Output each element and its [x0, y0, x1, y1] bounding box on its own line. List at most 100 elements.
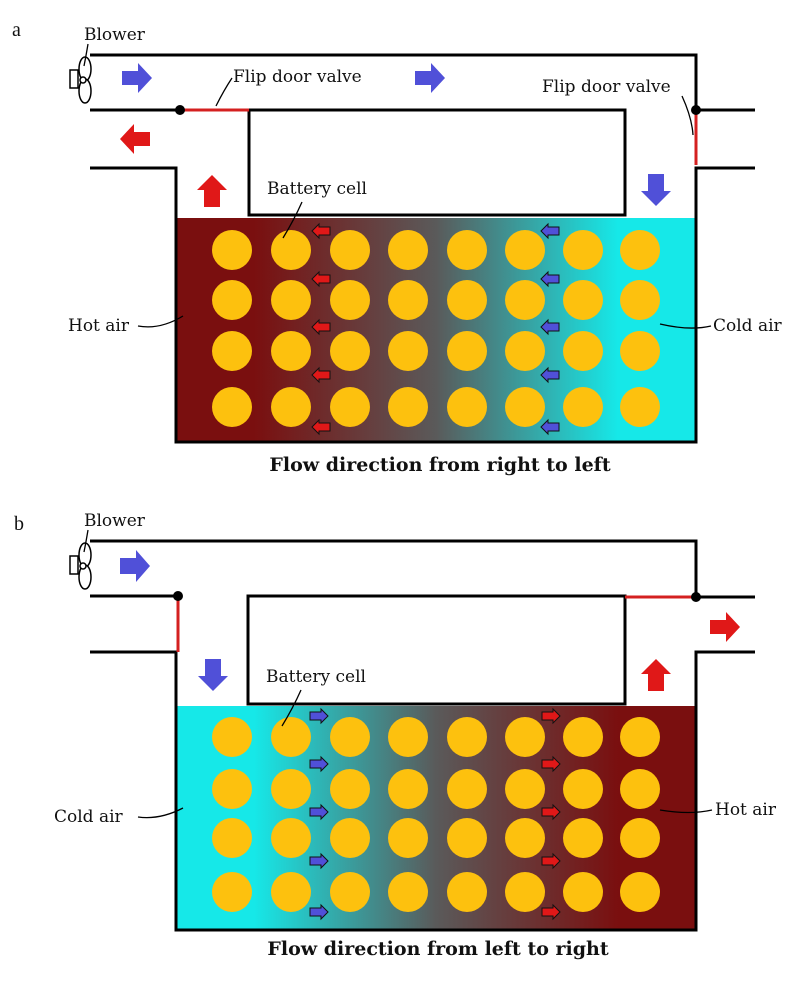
panel-a-right-air-label: Cold air	[713, 316, 783, 336]
panel-b-battery-cell	[212, 872, 252, 912]
panel-a-battery-cell	[505, 331, 545, 371]
panel-a-battery-cell	[505, 230, 545, 270]
panel-a-cool-flow-arrow	[540, 270, 560, 288]
panel-b-battery-pack	[176, 706, 696, 930]
panel-a-internal-flow-arrows	[311, 222, 560, 436]
panel-b-battery-cell	[447, 769, 487, 809]
panel-a-battery-cell	[388, 387, 428, 427]
panel-b-battery-cell	[620, 818, 660, 858]
panel-b-cool-flow-arrow	[309, 707, 329, 725]
panel-a-battery-cell	[620, 331, 660, 371]
panel-b-battery-cell	[330, 717, 370, 757]
panel-b-battery-cell	[505, 769, 545, 809]
panel-a-left-valve-label: Flip door valve	[233, 67, 362, 87]
panel-a-battery-cell	[388, 280, 428, 320]
panel-a-battery-cell	[447, 230, 487, 270]
panel-b-battery-cell	[271, 872, 311, 912]
panel-a-center-block	[247, 108, 627, 217]
panel-b-battery-cell	[388, 717, 428, 757]
panel-b-center-block	[246, 594, 627, 706]
panel-a-battery-cell	[271, 280, 311, 320]
panel-a-cool-flow-arrow	[540, 318, 560, 336]
panel-a-blower-flow-arrow	[122, 63, 152, 93]
panel-a-hot-flow-arrow	[311, 270, 331, 288]
panel-a-battery-cell	[330, 331, 370, 371]
panel-a-battery-cell	[212, 230, 252, 270]
panel-b-pack-housing	[90, 650, 755, 932]
panel-b-blower-flow-arrow	[120, 550, 150, 582]
panel-b-battery-cell	[330, 769, 370, 809]
panel-b-right-air-leader	[659, 809, 713, 814]
panel-a-battery-cell	[330, 230, 370, 270]
panel-b-battery-cell	[447, 818, 487, 858]
panel-b-battery-cell	[620, 717, 660, 757]
panel-b-battery-cell	[271, 717, 311, 757]
panel-a-pack-housing	[90, 166, 755, 444]
panel-b-battery-cell	[212, 818, 252, 858]
panel-b-battery-cell	[447, 872, 487, 912]
panel-b-battery-cell	[212, 717, 252, 757]
panel-a-right-air-leader	[659, 323, 712, 329]
panel-b-exhaust-arrow	[710, 612, 740, 642]
panel-a-right-valve-label: Flip door valve	[542, 77, 671, 97]
panel-a: a Blower Flip door valve Flip door v	[12, 19, 783, 476]
panel-a-battery-cell	[563, 387, 603, 427]
panel-a-cell-grid	[212, 230, 660, 427]
panel-b-cold-down-arrow	[198, 659, 228, 691]
panel-b-battery-cell	[388, 769, 428, 809]
panel-a-duct-walls	[90, 53, 755, 444]
panel-a-battery-cell	[447, 331, 487, 371]
panel-a-left-valve-hinge	[175, 105, 185, 115]
panel-b-hot-flow-arrow	[541, 755, 561, 773]
panel-a-cool-flow-arrow	[540, 222, 560, 240]
panel-a-duct-flow-arrow	[415, 63, 445, 93]
panel-b-blower-label: Blower	[84, 511, 146, 531]
panel-b-caption: Flow direction from left to right	[267, 938, 608, 960]
panel-b-battery-cell	[620, 872, 660, 912]
panel-a-left-air-leader	[137, 315, 184, 328]
panel-a-battery-cell	[330, 280, 370, 320]
panel-a-blower-label: Blower	[84, 25, 146, 45]
panel-b-duct-walls	[90, 539, 755, 932]
panel-b-battery-cell	[563, 769, 603, 809]
panel-a-battery-cell	[271, 331, 311, 371]
panel-a-battery-cell	[212, 387, 252, 427]
panel-a-battery-pack	[176, 218, 696, 442]
panel-a-left-valve-leader	[215, 77, 233, 107]
panel-b-battery-cell	[563, 818, 603, 858]
panel-b-battery-cell	[212, 769, 252, 809]
panel-b-battery-cell	[505, 818, 545, 858]
panel-b-battery-label: Battery cell	[266, 667, 366, 687]
panel-a-caption: Flow direction from right to left	[269, 454, 610, 476]
panel-b-battery-cell	[563, 872, 603, 912]
panel-a-battery-cell	[271, 387, 311, 427]
panel-b-cool-flow-arrow	[309, 803, 329, 821]
panel-b-hot-up-arrow	[641, 659, 671, 691]
panel-b-battery-cell	[388, 818, 428, 858]
panel-b-cool-flow-arrow	[309, 755, 329, 773]
panel-a-right-valve-leader	[681, 95, 694, 136]
panel-a-battery-cell	[563, 331, 603, 371]
panel-a-duct-top-wall	[90, 53, 755, 112]
panel-b-cell-grid	[212, 717, 660, 912]
panel-a-battery-cell	[447, 280, 487, 320]
panel-a-hot-flow-arrow	[311, 222, 331, 240]
panel-a-hot-flow-arrow	[311, 318, 331, 336]
panel-b-battery-cell	[505, 717, 545, 757]
panel-a-battery-cell	[388, 331, 428, 371]
panel-a-cool-flow-arrow	[540, 418, 560, 436]
panel-a-battery-cell	[620, 387, 660, 427]
panel-b: b Blower Battery cell Cold air H	[14, 511, 777, 960]
panel-a-battery-cell	[620, 280, 660, 320]
panel-b-left-valve-hinge	[173, 591, 183, 601]
panel-a-cold-down-arrow	[641, 174, 671, 206]
panel-a-battery-cell	[212, 280, 252, 320]
panel-b-hot-flow-arrow	[541, 903, 561, 921]
panel-b-battery-cell	[271, 769, 311, 809]
panel-b-battery-cell	[620, 769, 660, 809]
panel-b-cool-flow-arrow	[309, 903, 329, 921]
panel-a-battery-cell	[330, 387, 370, 427]
panel-a-battery-cell	[388, 230, 428, 270]
panel-b-hot-flow-arrow	[541, 803, 561, 821]
panel-a-battery-cell	[271, 230, 311, 270]
